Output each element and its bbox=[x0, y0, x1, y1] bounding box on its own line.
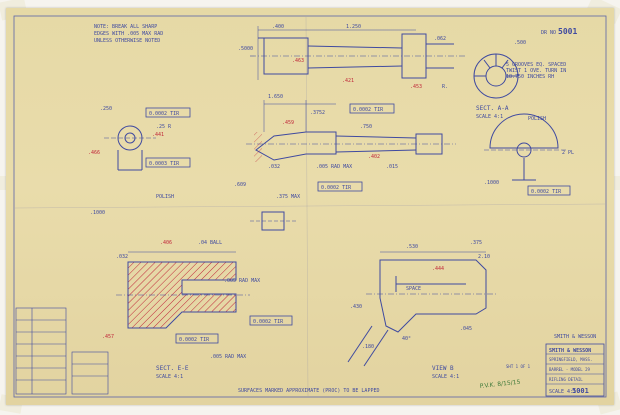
title-block: SMITH & WESSON SPRINGFIELD, MASS. BARREL… bbox=[506, 334, 605, 397]
dim-d3: .5000 bbox=[238, 46, 253, 52]
dim-d15: .1000 bbox=[484, 180, 499, 186]
dim-d4: .500 bbox=[514, 40, 526, 46]
dim-d11: .609 bbox=[234, 182, 246, 188]
revision-table bbox=[15, 307, 109, 395]
callout-frame-7 bbox=[175, 333, 219, 344]
callout-2: 0.0003 TIR bbox=[149, 161, 180, 167]
section-label: SECT. E-E bbox=[156, 365, 189, 372]
sheet-count: SHT 1 OF 1 bbox=[506, 364, 531, 369]
polish-note-right: POLISH bbox=[528, 116, 546, 122]
view-b bbox=[347, 251, 496, 367]
dim-d13: .032 bbox=[268, 164, 280, 170]
title-row-3: BARREL - MODEL 29 bbox=[549, 367, 591, 372]
dim-d10: .005 RAD MAX bbox=[316, 164, 352, 170]
dim-d20: .04 BALL bbox=[198, 240, 222, 246]
note-line-3: UNLESS OTHERWISE NOTED bbox=[94, 38, 160, 44]
grooves-note-1: 5 GROOVES EQ. SPACED bbox=[506, 62, 566, 68]
dim-d24: .180 bbox=[362, 344, 374, 350]
radius-note-bottom: .005 RAD MAX bbox=[210, 354, 246, 360]
red-mark-3: .421 bbox=[342, 78, 354, 84]
callout-frame-5 bbox=[527, 185, 571, 196]
dim-d8: 1.650 bbox=[268, 94, 283, 100]
callout-frame-3 bbox=[349, 103, 395, 114]
grooves-note-3: 18.750 INCHES RH bbox=[506, 74, 554, 80]
right-round-detail bbox=[484, 113, 566, 181]
drawing-border bbox=[13, 15, 607, 398]
red-mark-9: .457 bbox=[102, 334, 114, 340]
dim-d26: 40° bbox=[402, 336, 411, 342]
dim-d7: .375 bbox=[470, 240, 482, 246]
fold-creases bbox=[14, 16, 606, 397]
main-barrel-view bbox=[246, 100, 456, 161]
red-mark-8: .406 bbox=[160, 240, 172, 246]
dim-d12: .015 bbox=[386, 164, 398, 170]
red-mark-2: .453 bbox=[410, 84, 422, 90]
dim-d27: SPACE bbox=[406, 286, 421, 292]
end-view-scale: SCALE 4:1 bbox=[476, 114, 503, 120]
dim-d9: .3752 bbox=[310, 110, 325, 116]
dim-d1: .400 bbox=[272, 24, 284, 30]
polish-note-left: POLISH bbox=[156, 194, 174, 200]
callout-frame-1 bbox=[145, 107, 191, 118]
dim-d2: 1.250 bbox=[346, 24, 361, 30]
callout-5: 0.0002 TIR bbox=[531, 189, 562, 195]
red-mark-5: .441 bbox=[152, 132, 164, 138]
callout-7: 0.0002 TIR bbox=[179, 337, 210, 343]
title-row-1: SMITH & WESSON bbox=[549, 348, 591, 354]
callout-frame-6 bbox=[249, 315, 293, 326]
callout-frame-4 bbox=[317, 181, 363, 192]
callout-frame-2 bbox=[145, 157, 191, 168]
grooves-note-2: TWIST 1 OVE. TURN IN bbox=[506, 68, 566, 74]
company-name: SMITH & WESSON bbox=[554, 334, 596, 340]
dim-d6: .250 bbox=[100, 106, 112, 112]
dim-d14: .750 bbox=[360, 124, 372, 130]
sheet-no-bottom: 5001 bbox=[572, 387, 589, 395]
main-view-hatch bbox=[254, 132, 262, 162]
section-ee-view bbox=[116, 251, 250, 329]
dim-d25: .045 bbox=[460, 326, 472, 332]
end-view-aa bbox=[473, 53, 519, 99]
dim-d28: .1000 bbox=[90, 210, 105, 216]
red-mark-10: .444 bbox=[432, 266, 444, 272]
dim-d5: .062 bbox=[434, 36, 446, 42]
callout-6: 0.0002 TIR bbox=[253, 319, 284, 325]
callout-1: 0.0002 TIR bbox=[149, 111, 180, 117]
dim-d21: .005 RAD MAX bbox=[224, 278, 260, 284]
dim-d19: .375 MAX bbox=[276, 194, 300, 200]
view-b-scale: SCALE 4:1 bbox=[432, 374, 459, 380]
title-row-5: SCALE 4:1 bbox=[549, 389, 576, 395]
barrel-profile-view bbox=[250, 26, 466, 80]
sheet-number-top: DR NO 5001 bbox=[541, 27, 577, 36]
view-b-label: VIEW B bbox=[432, 365, 454, 372]
note-line-1: NOTE: BREAK ALL SHARP bbox=[94, 24, 157, 30]
sheet-no-top: 5001 bbox=[558, 27, 577, 36]
section-scale: SCALE 4:1 bbox=[156, 374, 183, 380]
red-mark-4: .466 bbox=[88, 150, 100, 156]
dim-d30: 2.10 bbox=[478, 254, 490, 260]
handwritten-initials: P.V.K. 8/15/15 bbox=[479, 379, 520, 390]
dim-d22: .530 bbox=[406, 244, 418, 250]
dim-d17: R. bbox=[442, 84, 448, 90]
drawing-canvas: NOTE: BREAK ALL SHARP EDGES WITH .005 MA… bbox=[13, 15, 607, 398]
callout-3: 0.0002 TIR bbox=[353, 107, 384, 113]
red-mark-7: .402 bbox=[368, 154, 380, 160]
title-row-2: SPRINGFIELD, MASS. bbox=[549, 357, 592, 362]
red-mark-1: .463 bbox=[292, 58, 304, 64]
finish-note: SURFACES MARKED APPROXIMATE (PROC) TO BE… bbox=[238, 388, 379, 394]
dim-d23: .430 bbox=[350, 304, 362, 310]
dwg-label-top: DR NO bbox=[541, 30, 556, 36]
general-notes: NOTE: BREAK ALL SHARP EDGES WITH .005 MA… bbox=[94, 24, 163, 44]
title-row-4: RIFLING DETAIL bbox=[549, 377, 583, 382]
red-mark-6: .459 bbox=[282, 120, 294, 126]
dim-d18: 2 PL bbox=[562, 150, 574, 156]
callout-4: 0.0002 TIR bbox=[321, 185, 352, 191]
ball-detail bbox=[250, 211, 296, 231]
end-view-label: SECT. A-A bbox=[476, 105, 509, 112]
left-detail-view bbox=[104, 125, 156, 171]
dim-d16: .25 R bbox=[156, 124, 172, 130]
dim-d29: .032 bbox=[116, 254, 128, 260]
note-line-2: EDGES WITH .005 MAX RAD bbox=[94, 31, 163, 37]
blueprint-sheet: NOTE: BREAK ALL SHARP EDGES WITH .005 MA… bbox=[6, 8, 614, 405]
